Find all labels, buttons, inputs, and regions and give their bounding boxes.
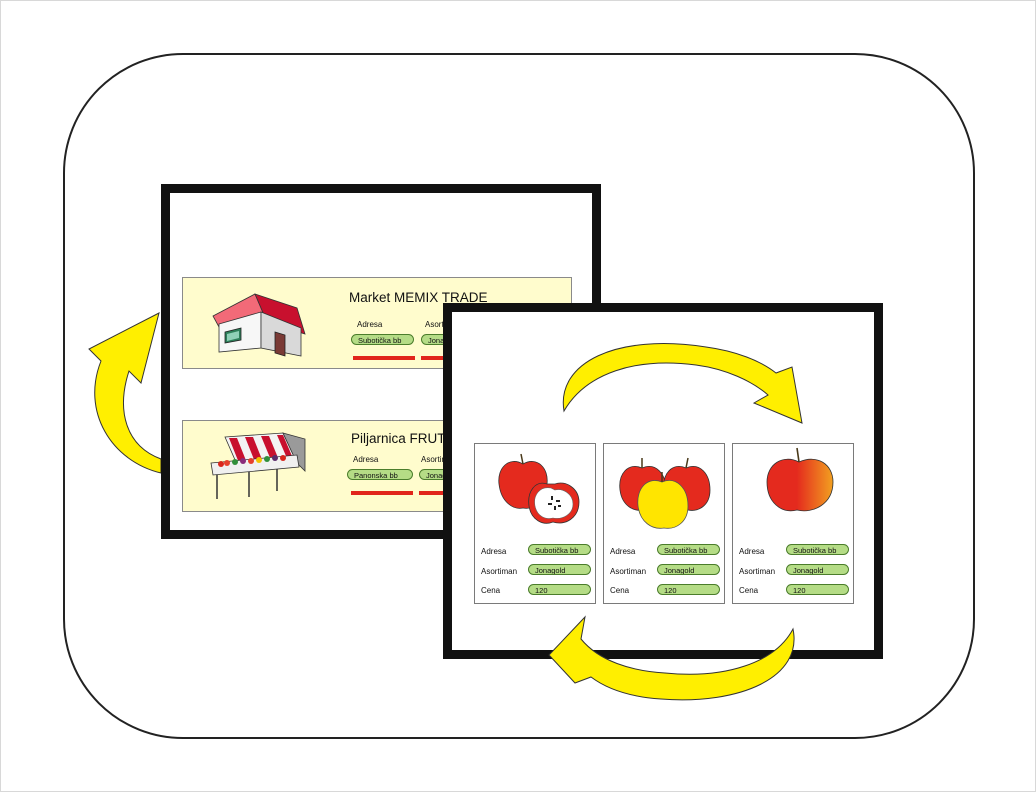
assortment-field[interactable]: Jonagold bbox=[786, 564, 849, 575]
address-label: Adresa bbox=[353, 455, 379, 464]
address-label: Adresa bbox=[481, 547, 507, 556]
price-label: Cena bbox=[481, 586, 501, 595]
assortment-field[interactable]: Jonagold bbox=[528, 564, 591, 575]
apple-gradient-icon bbox=[766, 447, 834, 512]
curved-arrow-right-icon bbox=[562, 343, 803, 424]
address-label: Adresa bbox=[610, 547, 636, 556]
address-field[interactable]: Subotička bb bbox=[786, 544, 849, 555]
product-card[interactable]: Adresa Asortiman Cena Subotička bb Jonag… bbox=[732, 443, 854, 604]
assortment-label: Asortiman bbox=[421, 455, 458, 464]
address-label: Adresa bbox=[357, 320, 383, 329]
price-field[interactable]: 120 bbox=[657, 584, 720, 595]
shop-title: Piljarnica FRUTA bbox=[351, 431, 454, 446]
product-card[interactable]: Adresa Asortiman Cena Subotička bb Jonag… bbox=[603, 443, 725, 604]
product-card[interactable]: Adresa Asortiman Cena Subotička bb Jonag… bbox=[474, 443, 596, 604]
address-label: Adresa bbox=[739, 547, 765, 556]
red-divider bbox=[353, 356, 415, 360]
apples-cut-icon bbox=[498, 453, 580, 524]
address-field[interactable]: Subotička bb bbox=[528, 544, 591, 555]
price-field[interactable]: 120 bbox=[786, 584, 849, 595]
price-field[interactable]: 120 bbox=[528, 584, 591, 595]
assortment-label: Asortiman bbox=[481, 567, 518, 576]
address-field[interactable]: Subotička bb bbox=[657, 544, 720, 555]
assortment-label: Asortiman bbox=[739, 567, 776, 576]
price-label: Cena bbox=[610, 586, 630, 595]
curved-arrow-up-icon bbox=[88, 312, 162, 474]
address-field[interactable]: Panonska bb bbox=[347, 469, 413, 480]
market-stall-icon bbox=[210, 432, 306, 499]
assortment-label: Asortiman bbox=[610, 567, 647, 576]
assortment-field[interactable]: Jonagold bbox=[657, 564, 720, 575]
shop-title: Market MEMIX TRADE bbox=[349, 290, 488, 305]
apples-group-icon bbox=[619, 457, 711, 529]
red-divider bbox=[351, 491, 413, 495]
curved-arrow-left-icon bbox=[548, 615, 795, 701]
address-field[interactable]: Subotička bb bbox=[351, 334, 414, 345]
price-label: Cena bbox=[739, 586, 759, 595]
house-icon bbox=[212, 293, 306, 357]
